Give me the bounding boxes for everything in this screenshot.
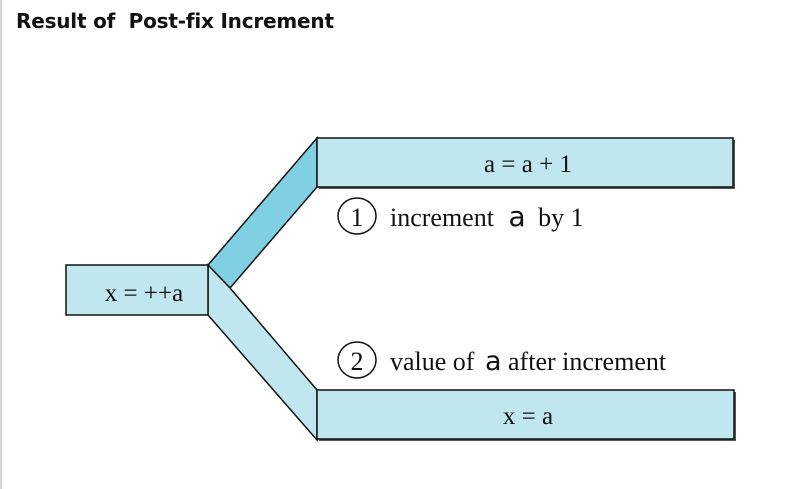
- step-2-text-before: value of: [390, 347, 481, 376]
- step-1-caption: increment a by 1: [390, 200, 584, 233]
- top-box: [316, 137, 734, 188]
- step-1-circle: [337, 197, 377, 235]
- left-border: [0, 0, 2, 489]
- upper-connector: [206, 135, 318, 290]
- lower-connector: [207, 263, 318, 443]
- bottom-box-label: x = a: [503, 403, 553, 430]
- step-1-text-before: increment: [390, 203, 500, 232]
- step-2-caption: value of a after increment: [390, 346, 667, 377]
- step-2-circle: [337, 341, 377, 379]
- step-1-variable: a: [508, 200, 525, 233]
- source-box: [65, 264, 209, 316]
- step-2-number: 2: [351, 347, 364, 376]
- source-box-label: x = ++a: [105, 280, 183, 307]
- page-title: Result of Post-fix Increment: [16, 9, 334, 33]
- step-2-variable: a: [485, 346, 502, 377]
- step-1-number: 1: [351, 203, 364, 232]
- step-1-text-after: by 1: [532, 203, 584, 232]
- step-2-text-after: after increment: [502, 347, 667, 376]
- top-box-label: a = a + 1: [484, 151, 572, 178]
- bottom-box: [316, 389, 735, 440]
